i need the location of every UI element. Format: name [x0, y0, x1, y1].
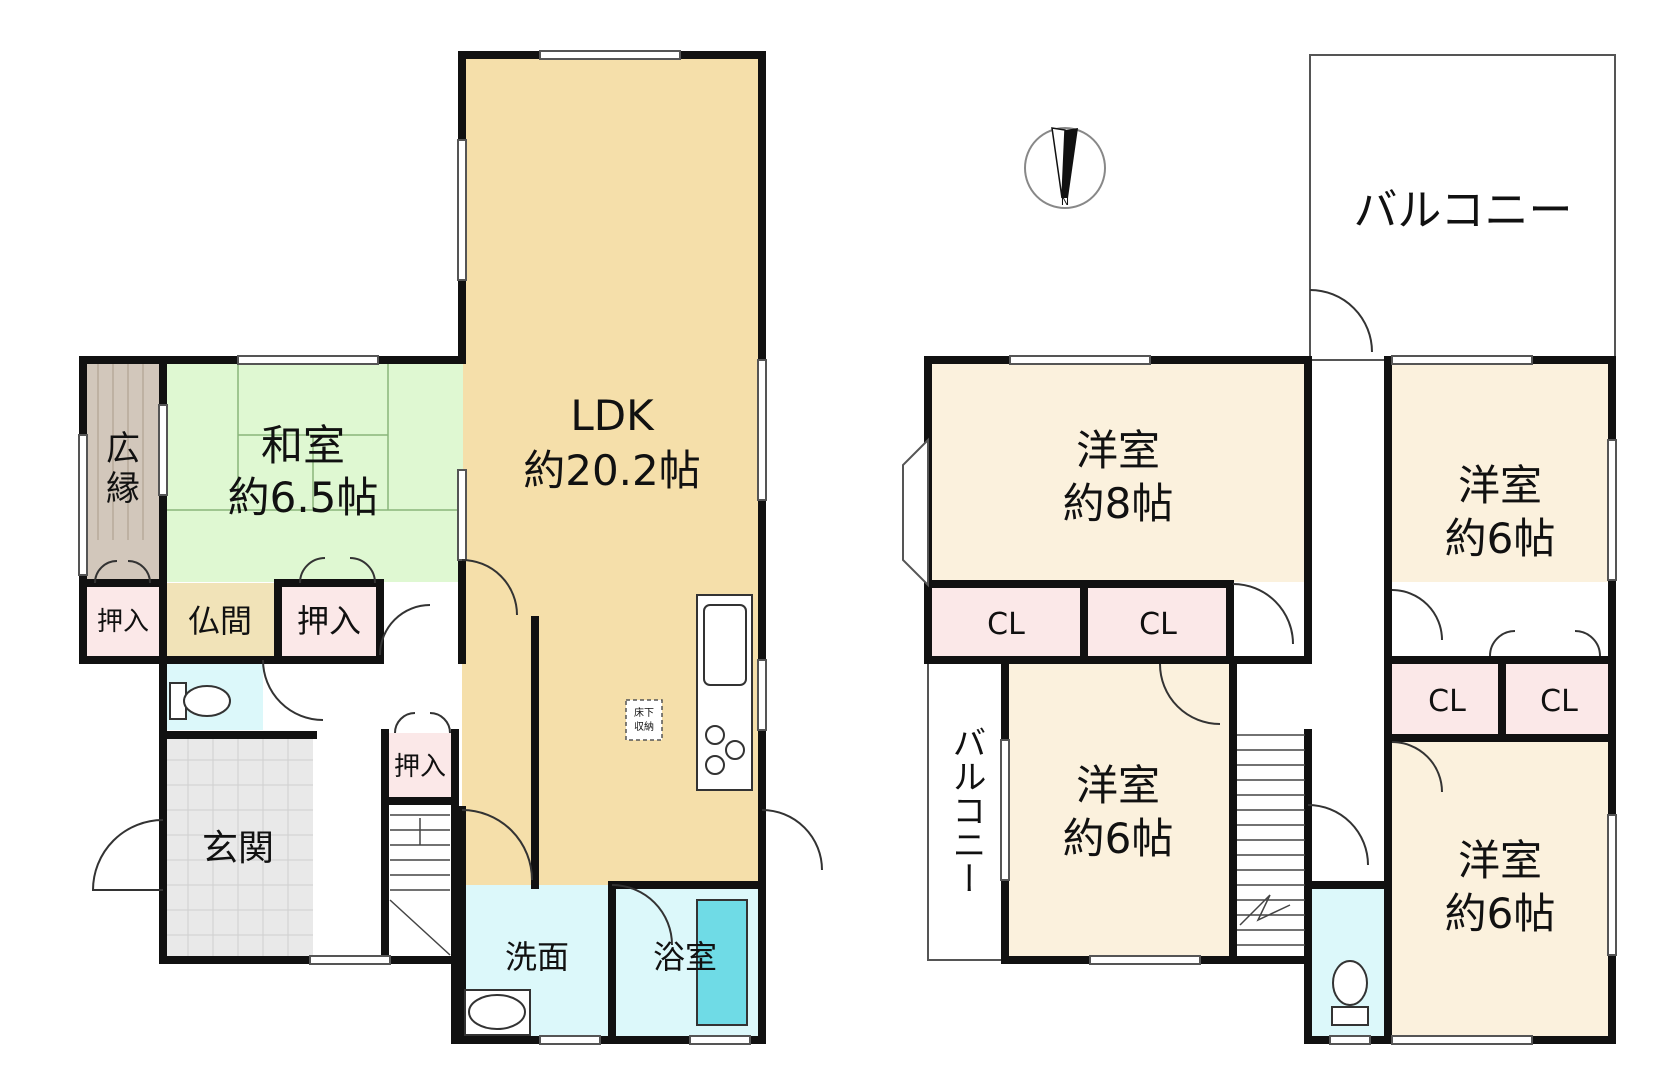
room-6-ne-fill [1392, 360, 1612, 582]
ldk-name: LDK [570, 391, 655, 440]
bathtub [696, 899, 748, 1026]
hiroen-grain [97, 360, 144, 540]
compass-needle-icon [1062, 128, 1078, 198]
stairs-2f [1237, 734, 1305, 946]
balcony-side-label: バルコニー [946, 725, 986, 895]
oshiire-hall-label: 押入 [394, 752, 446, 782]
hiroen-line2: 縁 [106, 469, 140, 509]
doors-2f [1159, 289, 1601, 866]
compass-needle-light [1051, 127, 1066, 199]
tatami-lines [163, 360, 463, 511]
cl-3-fill [1392, 664, 1502, 734]
oshiire-mid-label: 押入 [297, 602, 361, 640]
senmen-label: 洗面 [505, 938, 569, 976]
hiroen-area [83, 360, 163, 582]
windows-1f [78, 50, 767, 1045]
room-6-se-name: 洋室 [1458, 836, 1542, 885]
cl-4-fill [1506, 664, 1612, 734]
room-8-size: 約8帖 [1063, 479, 1174, 528]
butsuma-room [163, 583, 278, 656]
genkan-label: 玄関 [202, 828, 274, 869]
underfloor-line2: 収納 [634, 720, 654, 733]
balcony-main-label: バルコニー [1353, 185, 1572, 236]
room-6-mid-size: 約6帖 [1063, 814, 1174, 863]
oshiire-left-room [83, 583, 163, 656]
kitchen-counter [696, 594, 753, 791]
oshiire-left-label: 押入 [97, 607, 149, 637]
ldk-size: 約20.2帖 [523, 446, 701, 495]
room-8-fill [928, 360, 1308, 582]
washitsu-size: 約6.5帖 [228, 473, 379, 522]
windows-2f [902, 355, 1617, 1045]
hiroen-line1: 広 [106, 429, 140, 469]
cl-1-label: CL [987, 607, 1025, 642]
toilet-2f [1331, 960, 1369, 1026]
cl-4-label: CL [1540, 684, 1578, 719]
oshiire-mid-room [278, 583, 380, 656]
butsuma-label: 仏間 [188, 602, 252, 640]
doors-1f [91, 557, 823, 946]
compass: N [1024, 127, 1106, 209]
room-6-se-fill [1392, 740, 1612, 1040]
cl-2-fill [1088, 588, 1228, 656]
underfloor-line1: 床下 [634, 706, 654, 719]
genkan-tiles [163, 735, 313, 960]
cl-2-label: CL [1139, 607, 1177, 642]
washbasin [464, 989, 531, 1036]
balconies [927, 54, 1616, 961]
toilet-1f [169, 682, 231, 720]
room-6-mid-fill [1005, 660, 1233, 960]
compass-label: N [1061, 195, 1069, 208]
cl-1-fill [932, 588, 1080, 656]
room-6-ne-size: 約6帖 [1445, 514, 1556, 563]
room-6-ne-name: 洋室 [1458, 461, 1542, 510]
cl-3-label: CL [1428, 684, 1466, 719]
room-6-se-size: 約6帖 [1445, 889, 1556, 938]
room-6-mid-name: 洋室 [1076, 761, 1160, 810]
room-8-name: 洋室 [1076, 426, 1160, 475]
underfloor-storage [625, 699, 663, 741]
second-floor: バルコニー バルコニー 洋室 約8帖 洋室 約6帖 洋室 約6帖 洋室 約6帖 … [902, 54, 1617, 1045]
yokushitsu-label: 浴室 [653, 938, 717, 976]
stairs-1f [389, 814, 451, 956]
washitsu-name: 和室 [261, 421, 345, 470]
first-floor: LDK 約20.2帖 和室 約6.5帖 広 縁 押入 仏間 押入 押入 玄関 洗… [78, 50, 823, 1045]
oshiire-hall-room [385, 733, 455, 801]
